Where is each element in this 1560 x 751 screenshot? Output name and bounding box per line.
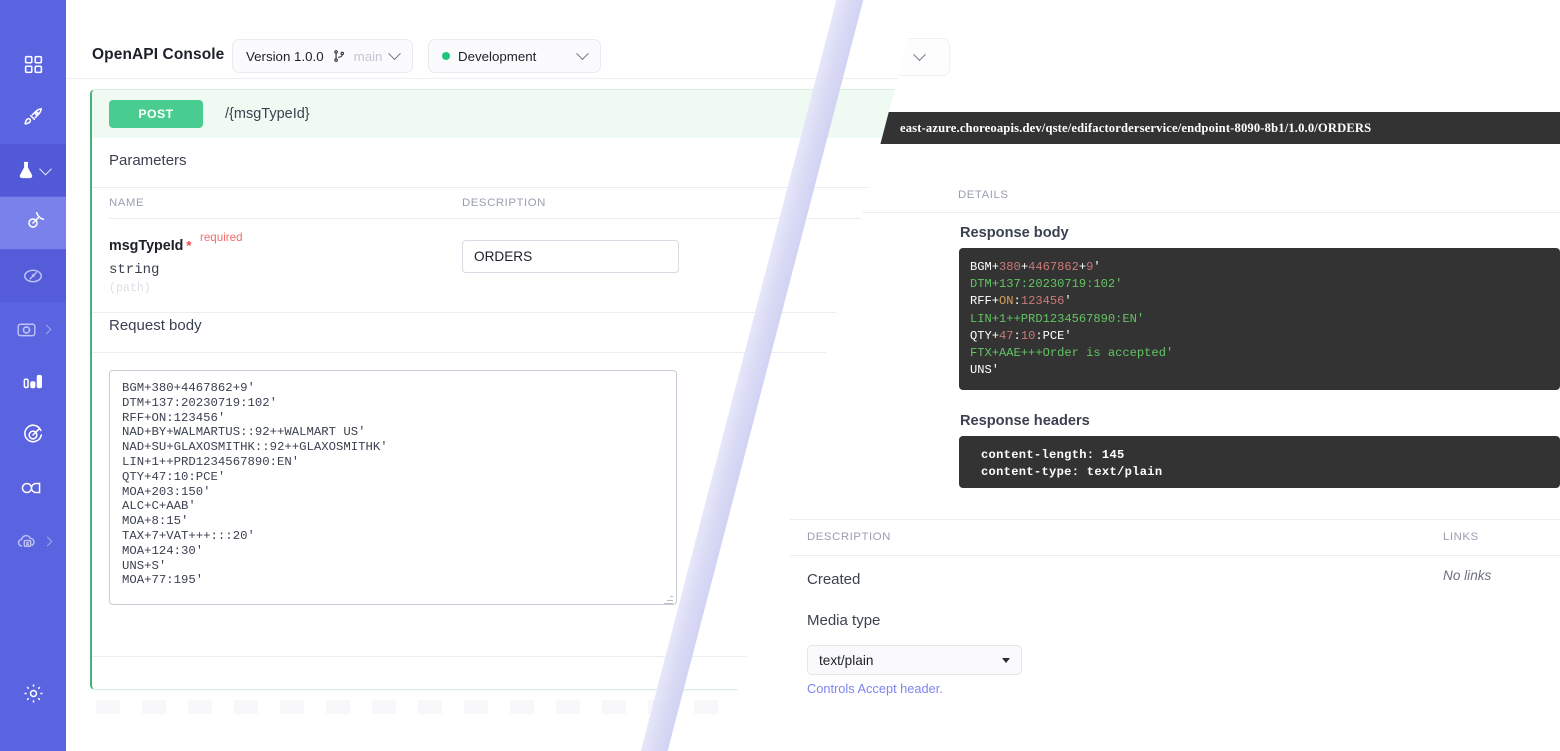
environment-selector[interactable]: Development (428, 39, 602, 73)
media-type-value: text/plain (819, 652, 874, 668)
page-title: OpenAPI Console (92, 46, 225, 63)
camera-gear-icon (16, 319, 37, 340)
divider (92, 352, 922, 353)
divider (92, 656, 922, 657)
gear-icon (22, 682, 45, 705)
description-column-label: DESCRIPTION (807, 531, 891, 543)
parameter-location: (path) (109, 282, 151, 295)
divider (790, 212, 1560, 213)
git-branch-icon (332, 49, 346, 63)
chevron-down-icon[interactable] (576, 46, 590, 60)
divider (92, 312, 922, 313)
branch-label: main (353, 48, 383, 64)
http-method-badge: POST (109, 100, 203, 128)
request-body-textarea[interactable]: BGM+380+4467862+9' DTM+137:20230719:102'… (109, 370, 677, 605)
environment-label: Development (458, 48, 537, 64)
grid-icon (23, 54, 44, 75)
parameter-required-label: required (200, 231, 243, 244)
column-header-description: DESCRIPTION (462, 197, 546, 209)
parameter-name: msgTypeId* (109, 238, 192, 254)
parameters-title: Parameters (109, 152, 187, 169)
code-line: LIN+1++PRD1234567890:EN' (970, 311, 1145, 326)
chevron-down-icon (912, 47, 926, 61)
sidebar-item-console[interactable] (0, 197, 66, 249)
media-type-select[interactable]: text/plain (807, 645, 1022, 675)
sidebar-item-overview[interactable] (0, 38, 66, 90)
description-value: Created (807, 571, 861, 588)
header-line: content-type: text/plain (981, 465, 1163, 480)
chevron-right-icon (42, 536, 52, 546)
response-headers-title: Response headers (960, 413, 1090, 429)
sidebar-item-credentials[interactable] (0, 250, 66, 302)
chevron-down-icon[interactable] (388, 46, 402, 60)
sidebar-item-settings[interactable] (0, 667, 66, 719)
required-star-icon: * (186, 238, 192, 253)
flask-icon (16, 160, 36, 180)
request-body-title: Request body (109, 317, 202, 334)
request-url-bar: east-azure.choreoapis.dev/qste/edifactor… (866, 112, 1560, 144)
caret-down-icon (1002, 657, 1010, 663)
request-url: east-azure.choreoapis.dev/qste/edifactor… (900, 120, 1372, 135)
code-line: DTM+137:20230719:102' (970, 277, 1123, 292)
parameter-type: string (109, 262, 160, 278)
sidebar-item-devops[interactable] (0, 462, 66, 514)
code-line: RFF+ON:123456' (970, 294, 1072, 309)
rocket-icon (22, 106, 44, 128)
chevron-right-icon (41, 324, 52, 334)
response-body-code: BGM+380+4467862+9' DTM+137:20230719:102' R… (959, 248, 1560, 390)
cloud-box-icon (16, 531, 38, 551)
target-icon (22, 212, 44, 234)
sidebar-item-deployments[interactable] (0, 515, 66, 567)
operation-path: /{msgTypeId} (225, 106, 310, 122)
code-line: UNS' (970, 363, 1000, 378)
links-column-label: LINKS (1443, 531, 1479, 543)
version-selector[interactable]: Version 1.0.0 main (232, 39, 414, 73)
sidebar-item-observability[interactable] (0, 303, 66, 355)
infinity-icon (20, 479, 46, 497)
response-body-title: Response body (960, 225, 1069, 241)
header-line: content-length: 145 (981, 448, 1125, 462)
divider (109, 218, 922, 219)
media-type-label: Media type (807, 612, 881, 629)
no-links-text: No links (1443, 568, 1492, 583)
divider (92, 187, 922, 188)
bar-chart-icon (22, 372, 44, 392)
details-label: DETAILS (958, 189, 1009, 201)
sidebar-item-test[interactable] (0, 144, 66, 196)
chevron-down-icon (39, 162, 52, 175)
sidebar-item-insights[interactable] (0, 356, 66, 408)
code-line: FTX+AAE+++Order is accepted' (970, 346, 1174, 361)
column-header-name: NAME (109, 197, 145, 209)
accept-header-hint[interactable]: Controls Accept header. (807, 681, 943, 696)
sidebar-item-deploy[interactable] (0, 91, 66, 143)
response-headers-code: content-length: 145 content-type: text/pl… (959, 436, 1560, 488)
code-line: BGM+380+4467862+9' (970, 260, 1101, 274)
version-label: Version 1.0.0 (246, 48, 324, 64)
status-dot-icon (442, 52, 450, 60)
divider (790, 519, 1560, 520)
primary-sidebar (0, 0, 66, 751)
goal-icon (22, 424, 44, 446)
parameter-value-input[interactable] (462, 240, 679, 273)
key-icon (22, 265, 44, 287)
background-placeholder (96, 700, 786, 714)
sidebar-item-lifecycle[interactable] (0, 409, 66, 461)
code-line: QTY+47:10:PCE' (970, 328, 1072, 343)
divider (790, 555, 1560, 556)
